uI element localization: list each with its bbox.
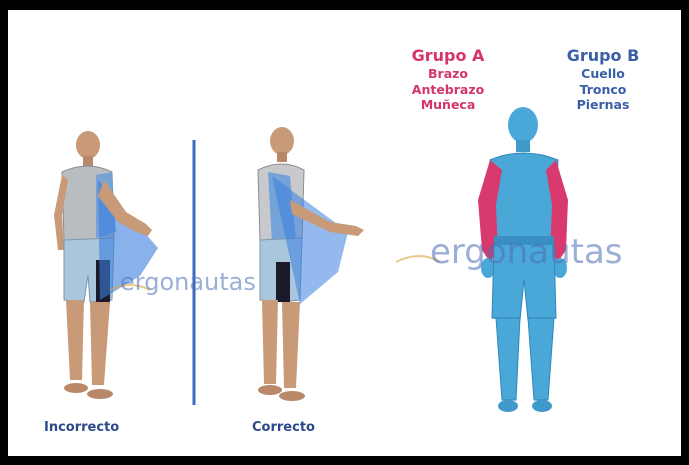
caption-correct: Correcto — [252, 420, 315, 435]
figure-incorrect — [54, 131, 158, 399]
group-b-item: Cuello — [553, 66, 653, 82]
group-b: Grupo B Cuello Tronco Piernas — [553, 46, 653, 113]
group-b-item: Tronco — [553, 82, 653, 98]
group-a-title: Grupo A — [398, 46, 498, 66]
group-a-item: Brazo — [398, 66, 498, 82]
group-a-item: Muñeca — [398, 97, 498, 113]
caption-incorrect: Incorrecto — [44, 420, 119, 435]
group-a: Grupo A Brazo Antebrazo Muñeca — [398, 46, 498, 113]
group-b-item: Piernas — [553, 97, 653, 113]
group-b-title: Grupo B — [553, 46, 653, 66]
watermark-right: ergonautas — [430, 232, 623, 272]
group-a-item: Antebrazo — [398, 82, 498, 98]
figure-correct — [258, 127, 364, 401]
watermark-left: ergonautas — [120, 268, 256, 296]
